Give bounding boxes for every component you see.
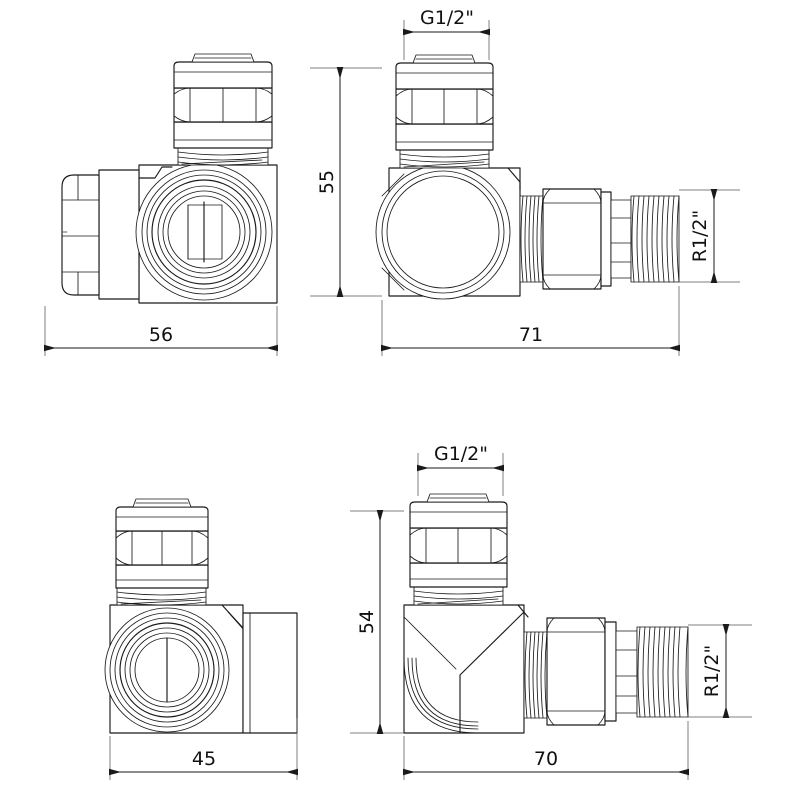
male-thread-spigot [630, 195, 680, 283]
upper-right-valve-view: G1/2" 55 R1/2" 71 [310, 7, 740, 356]
outlet-hex-nut [542, 188, 602, 290]
lower-left-valve-view: 45 [104, 498, 298, 780]
dimension-70-label: 70 [534, 748, 558, 770]
outlet-shoulder [604, 621, 638, 722]
dimension-g-half-top-label: G1/2" [420, 7, 474, 29]
dimension-r-half-top-label: R1/2" [689, 210, 711, 263]
male-thread-spigot [636, 626, 689, 718]
stem-top [426, 493, 490, 503]
threaded-neck-top [177, 147, 269, 166]
stem-top [191, 53, 255, 63]
hex-nut-top [395, 88, 494, 125]
dimension-g-half-top: G1/2" [403, 7, 490, 60]
outlet-port-circles [104, 607, 230, 733]
upper-left-valve-view: 56 [44, 53, 278, 356]
cap-top [409, 501, 508, 529]
fine-thread-section [523, 631, 548, 719]
dimension-70: 70 [403, 721, 689, 780]
stem-top [132, 498, 192, 508]
dimension-56-label: 56 [149, 324, 173, 346]
dimension-g-half-bottom: G1/2" [417, 443, 504, 496]
lower-right-valve-view: G1/2" 54 R1/2" 70 [350, 443, 752, 780]
rounded-corner-ribs [403, 657, 479, 734]
dimension-r-half-bottom-label: R1/2" [701, 645, 723, 698]
dimension-45-label: 45 [192, 748, 216, 770]
dimension-55-label: 55 [316, 170, 338, 194]
cap-top [395, 62, 494, 90]
dimension-r-half-top: R1/2" [679, 189, 740, 283]
collar-top [115, 564, 209, 589]
dimension-71: 71 [381, 286, 680, 356]
outlet-port-circles [135, 163, 273, 301]
collar-top [173, 121, 273, 149]
outlet-shoulder [600, 191, 632, 287]
dimension-56: 56 [44, 306, 278, 356]
cap-top [173, 61, 273, 89]
hex-nut-top [173, 87, 273, 123]
round-boss-face [375, 164, 511, 300]
threaded-neck-top [413, 586, 504, 606]
hex-nut-top [115, 530, 209, 566]
union-nut-left [61, 169, 140, 300]
threaded-neck-top [399, 149, 490, 169]
dimension-55: 55 [310, 67, 382, 297]
dimension-71-label: 71 [519, 324, 543, 346]
outlet-hex-nut [546, 617, 606, 726]
cap-top [115, 506, 209, 532]
collar-top [409, 562, 508, 588]
dimension-g-half-bottom-label: G1/2" [434, 443, 488, 465]
dimension-r-half-bottom: R1/2" [688, 624, 752, 718]
dimension-54-label: 54 [356, 610, 378, 634]
collar-top [395, 123, 494, 151]
hex-nut-top [409, 527, 508, 564]
dimension-45: 45 [109, 718, 298, 780]
stem-top [412, 54, 476, 64]
fine-thread-section [519, 195, 544, 283]
threaded-neck-top [116, 587, 207, 606]
side-outlet-block [242, 612, 298, 734]
dimension-54: 54 [350, 510, 404, 734]
